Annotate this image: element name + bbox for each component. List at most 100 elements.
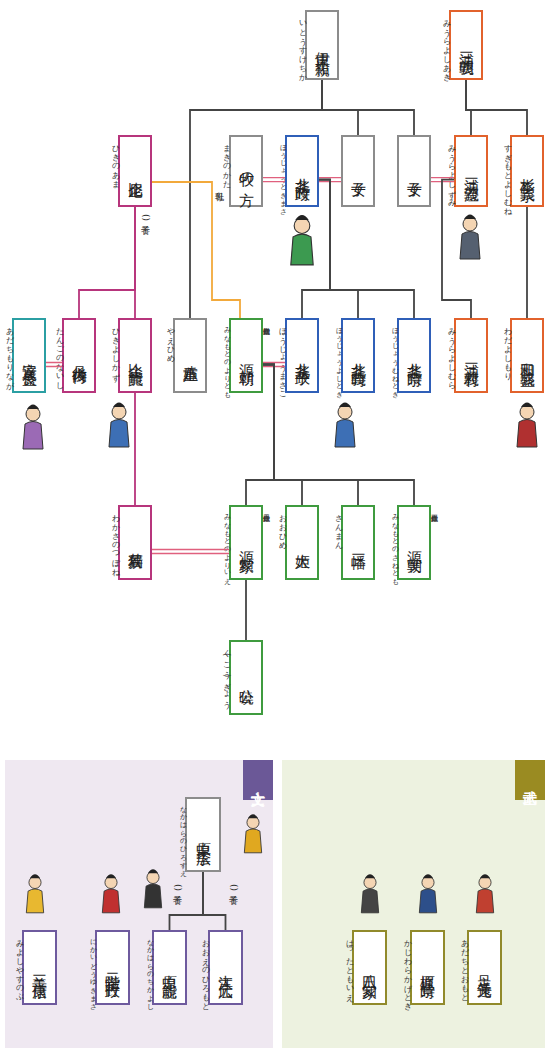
name-reading: いとうすけちか: [298, 14, 306, 77]
name-reading: なかはらのちかよし: [146, 934, 153, 1006]
person-illustration: [102, 874, 119, 913]
person-name: 三浦 義明: [459, 40, 474, 50]
person-name: 三善 康信: [32, 963, 47, 973]
group-panel: 武士八田 知家はったともいえ梶原 景時かじわらかげとき 足立 遠元 あだちとおもと: [282, 760, 545, 1048]
person-box: 八重姫やえひめ: [173, 318, 207, 393]
lineage-line: [246, 365, 274, 506]
person-box: 三浦 義明みうらよしあき: [449, 10, 483, 80]
person-illustration: [244, 814, 261, 853]
lineage-line: [245, 580, 247, 640]
person-box: 三浦 義村みうらよしむら: [454, 318, 488, 393]
person-box: 八田 知家はったともいえ: [352, 930, 387, 1005]
person-box: 安達 盛長あだちもりなが: [12, 318, 46, 393]
person-name: 八重姫: [183, 354, 198, 357]
person-illustration: [419, 874, 436, 913]
person-name: 北条 政子: [295, 351, 310, 361]
lineage-line: [442, 180, 471, 318]
name-reading: やえひめ: [166, 322, 174, 358]
name-reading: ほうじょうときまさ: [279, 139, 286, 211]
lineage-line: [302, 180, 330, 318]
person-name: 三浦 義澄: [464, 166, 479, 176]
person-name: 女子: [351, 170, 366, 172]
name-reading: みうらよしあき: [442, 14, 450, 77]
person-illustration: [335, 403, 355, 448]
name-reading: あだちとおもと: [460, 934, 468, 997]
person-name: 公暁: [239, 677, 254, 679]
name-reading: ひきよしかず: [111, 322, 119, 376]
group-tag: 武士: [515, 760, 545, 800]
person-name: 中原 親能: [162, 963, 177, 973]
person-name: 八田 知家: [362, 963, 377, 973]
lineage-line: [319, 180, 358, 318]
person-illustration: [144, 869, 161, 908]
person-illustration: [109, 403, 129, 448]
person-name: 伊東 祐親: [315, 40, 330, 50]
person-box: 女子: [397, 135, 431, 207]
person-name: 中原 広季: [196, 830, 211, 840]
wetnurse-line: [152, 182, 240, 318]
person-box: 三幡さんまん: [341, 505, 375, 580]
name-reading: みよしやすのぶ: [15, 934, 23, 997]
name-reading: さんまん: [334, 509, 342, 545]
name-reading: みなもとのさねとも: [391, 509, 398, 581]
person-name: 梶原 景時: [420, 963, 435, 973]
person-box: 北条 時政ほうじょうときまさ: [285, 135, 319, 207]
lineage-line: [134, 393, 136, 505]
lineage-line: [322, 80, 414, 135]
name-reading: ほうじょうよしとき: [335, 322, 342, 394]
person-illustration: [517, 403, 537, 448]
person-name: 大姫: [295, 542, 310, 544]
person-box: 公暁く(こう)ぎょう: [229, 640, 263, 715]
person-box: 源 頼朝みなもとのよりとも初代鎌倉殿: [229, 318, 263, 393]
person-name: 源 実朝: [407, 538, 422, 547]
name-reading: なかはらのひろすえ: [179, 801, 186, 873]
person-name: 比企尼: [128, 170, 143, 173]
name-reading: すぎもとよしむね: [503, 139, 511, 211]
person-box: 三善 康信みよしやすのぶ: [22, 930, 57, 1005]
person-box: 若狭局わかさのつぼね: [118, 505, 152, 580]
name-reading: まきのかた: [222, 139, 230, 184]
lineage-line: [190, 80, 322, 318]
lineage-line: [263, 365, 302, 506]
name-reading: たんごのないし: [55, 322, 63, 385]
name-reading: おおえのひろもと: [201, 934, 209, 1006]
person-name: 源 頼家: [239, 538, 254, 547]
name-reading: く(こう)ぎょう: [222, 644, 230, 704]
person-box: 源 頼家みなもとのよりいえ二代鎌倉殿: [229, 505, 263, 580]
name-reading: みうらよしむら: [447, 322, 455, 385]
marriage-line: [46, 363, 62, 367]
marriage-line: [263, 178, 285, 182]
person-box: 梶原 景時かじわらかげとき: [410, 930, 445, 1005]
person-illustration: [460, 215, 480, 260]
person-box: 中原 広季なかはらのひろすえ: [185, 797, 221, 872]
marriage-line: [431, 178, 454, 182]
person-illustration: [23, 405, 43, 450]
name-reading: ほうじょうまさこ: [278, 322, 286, 394]
name-reading: わだよしもり: [503, 322, 511, 376]
name-reading: みうらよしずみ: [447, 139, 455, 202]
lineage-line: [134, 207, 136, 318]
name-reading: みなもとのよりいえ: [223, 509, 230, 581]
person-box: 比企尼ひきのあま: [118, 135, 152, 207]
person-name: 北条 宗時: [407, 351, 422, 361]
person-name: 北条 義時: [351, 351, 366, 361]
person-box: 中原 親能なかはらのちかよし: [152, 930, 187, 1005]
person-box: 北条 宗時ほうじょうむねとき: [397, 318, 431, 393]
lineage-line: [79, 207, 135, 318]
person-illustration: [361, 874, 378, 913]
person-illustration: [26, 874, 43, 913]
name-reading: わかさのつぼね: [111, 509, 119, 572]
person-box: 源 実朝みなもとのさねとも三代鎌倉殿: [397, 505, 431, 580]
person-name: 若狭局: [128, 541, 143, 544]
person-name: 比企 能員: [128, 351, 143, 361]
name-reading: あだちもりなが: [5, 322, 13, 385]
lineage-line: [319, 180, 414, 318]
person-name: 足立 遠元: [477, 963, 492, 973]
group-panel: 文士中原 広季なかはらのひろすえ三善 康信みよしやすのぶ二階堂 行政にかいどうゆ…: [5, 760, 273, 1048]
person-box: 二階堂 行政にかいどうゆきまさ: [95, 930, 130, 1005]
group-tag: 文士: [243, 760, 273, 800]
name-reading: ほうじょうむねとき: [391, 322, 398, 394]
person-name: 北条 時政: [295, 166, 310, 176]
